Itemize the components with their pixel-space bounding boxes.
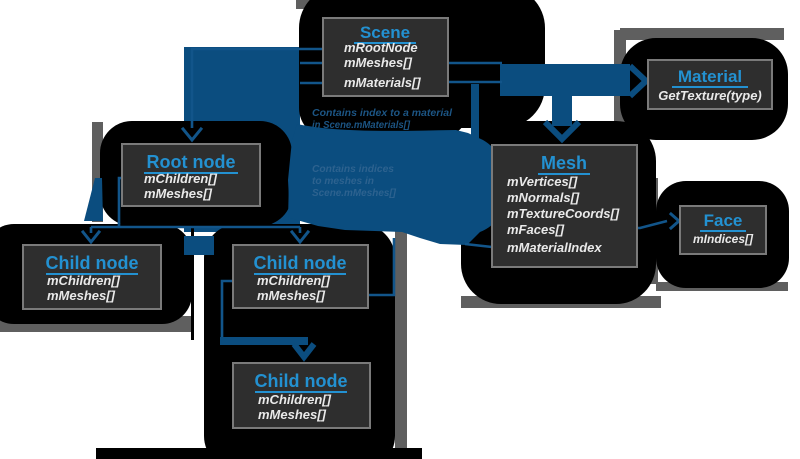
childnode3-field-mmeshes: mMeshes[] (258, 407, 327, 422)
material-note-line2: in Scene.mMaterials[] (312, 119, 410, 131)
childnode1-box (22, 244, 162, 310)
node-material: Material GetTexture(type) (647, 59, 773, 110)
childnode2-title: Child node (254, 253, 347, 273)
arrow-down-childnode2 (289, 229, 311, 245)
childnode1-title-underline (46, 273, 138, 275)
line-rootnode (190, 47, 323, 128)
mesh-field-mfaces: mFaces[] (507, 222, 565, 237)
shadow-artifact (92, 122, 103, 222)
face-title: Face (704, 211, 743, 230)
node-child2: Child node mChildren[] mMeshes[] (232, 244, 369, 309)
node-child1: Child node mChildren[] mMeshes[] (22, 244, 162, 310)
node-scene: Scene mRootNode mMeshes[] mMaterials[] (322, 17, 449, 97)
line-child2-to-child3 (220, 279, 233, 339)
scene-field-mmaterials: mMaterials[] (344, 75, 421, 90)
node-face: Face mIndices[] (679, 205, 767, 255)
flow-wedge-left (84, 178, 103, 221)
childnode2-box (232, 244, 369, 309)
mesh-note: Contains indices to meshes in Scene.mMes… (312, 163, 396, 199)
childnode1-title: Child node (46, 253, 139, 273)
material-title-underline (672, 86, 748, 88)
scene-box (322, 17, 449, 97)
node-root: Root node mChildren[] mMeshes[] (121, 143, 261, 207)
flow-mass-center (288, 124, 507, 245)
material-box (647, 59, 773, 110)
arrow-down-childnode1 (80, 229, 102, 245)
rootnode-title-underline (144, 172, 238, 174)
mesh-note-line3: Scene.mMeshes[] (312, 187, 396, 199)
mesh-note-line2: to meshes in (312, 175, 374, 187)
rootnode-box (121, 143, 261, 207)
scene-field-mmeshes: mMeshes[] (344, 55, 413, 70)
mesh-note-line1: Contains indices (312, 163, 394, 175)
line-child2-meshes-up (368, 238, 396, 297)
arrow-scene-to-mesh-head (542, 119, 582, 144)
line-children (89, 176, 302, 233)
childnode1-field-mmeshes: mMeshes[] (47, 288, 116, 303)
childnode1-field-mchildren: mChildren[] (47, 273, 121, 288)
shadow-artifact (96, 448, 422, 459)
shadow-artifact (395, 228, 407, 458)
arrow-scene-to-material-head (627, 63, 651, 99)
node-mesh: Mesh mVertices[] mNormals[] mTextureCoor… (491, 144, 638, 268)
childnode3-field-mchildren: mChildren[] (258, 392, 332, 407)
line-material-index (464, 242, 493, 249)
rootnode-field-mchildren: mChildren[] (144, 171, 218, 186)
shadow-artifact (620, 28, 784, 40)
childnode3-box (232, 362, 371, 429)
shadow-artifact (191, 226, 194, 340)
face-field-mindices: mIndices[] (693, 232, 754, 246)
mesh-field-mnormals: mNormals[] (507, 190, 580, 205)
line-child2-to-child3-shaft (220, 337, 308, 345)
scene-title-underline (354, 42, 416, 44)
flow-line-materials-vertical (471, 84, 479, 138)
childnode2-title-underline (254, 273, 346, 275)
material-note: Contains index to a material in Scene.mM… (312, 107, 453, 131)
mesh-title: Mesh (541, 153, 587, 173)
scene-field-mrootnode: mRootNode (344, 40, 418, 55)
arrow-scene-to-material-shaft (500, 64, 630, 96)
scene-title: Scene (360, 23, 410, 42)
arrow-down-childnode3 (291, 342, 317, 362)
mesh-title-underline (538, 173, 590, 175)
flow-band-tip (184, 236, 214, 255)
rootnode-field-mmeshes: mMeshes[] (144, 186, 213, 201)
node-child3: Child node mChildren[] mMeshes[] (232, 362, 371, 429)
arrow-scene-to-mesh-shaft (552, 92, 572, 126)
rootnode-title: Root node (147, 152, 236, 172)
mesh-field-mvertices: mVertices[] (507, 174, 578, 189)
mesh-field-mmaterialindex: mMaterialIndex (507, 240, 602, 255)
arrow-down-rootnode (180, 126, 204, 143)
material-field-gettexture: GetTexture(type) (658, 88, 762, 103)
material-note-line1: Contains index to a material (312, 107, 453, 119)
childnode3-title-underline (255, 391, 347, 393)
shadow-artifact (296, 0, 310, 9)
face-title-underline (700, 230, 746, 232)
mesh-box (491, 144, 638, 268)
childnode2-field-mmeshes: mMeshes[] (257, 288, 326, 303)
childnode2-field-mchildren: mChildren[] (257, 273, 331, 288)
childnode3-title: Child node (255, 371, 348, 391)
material-title: Material (678, 67, 742, 86)
mesh-field-mtexturecoords: mTextureCoords[] (507, 206, 620, 221)
